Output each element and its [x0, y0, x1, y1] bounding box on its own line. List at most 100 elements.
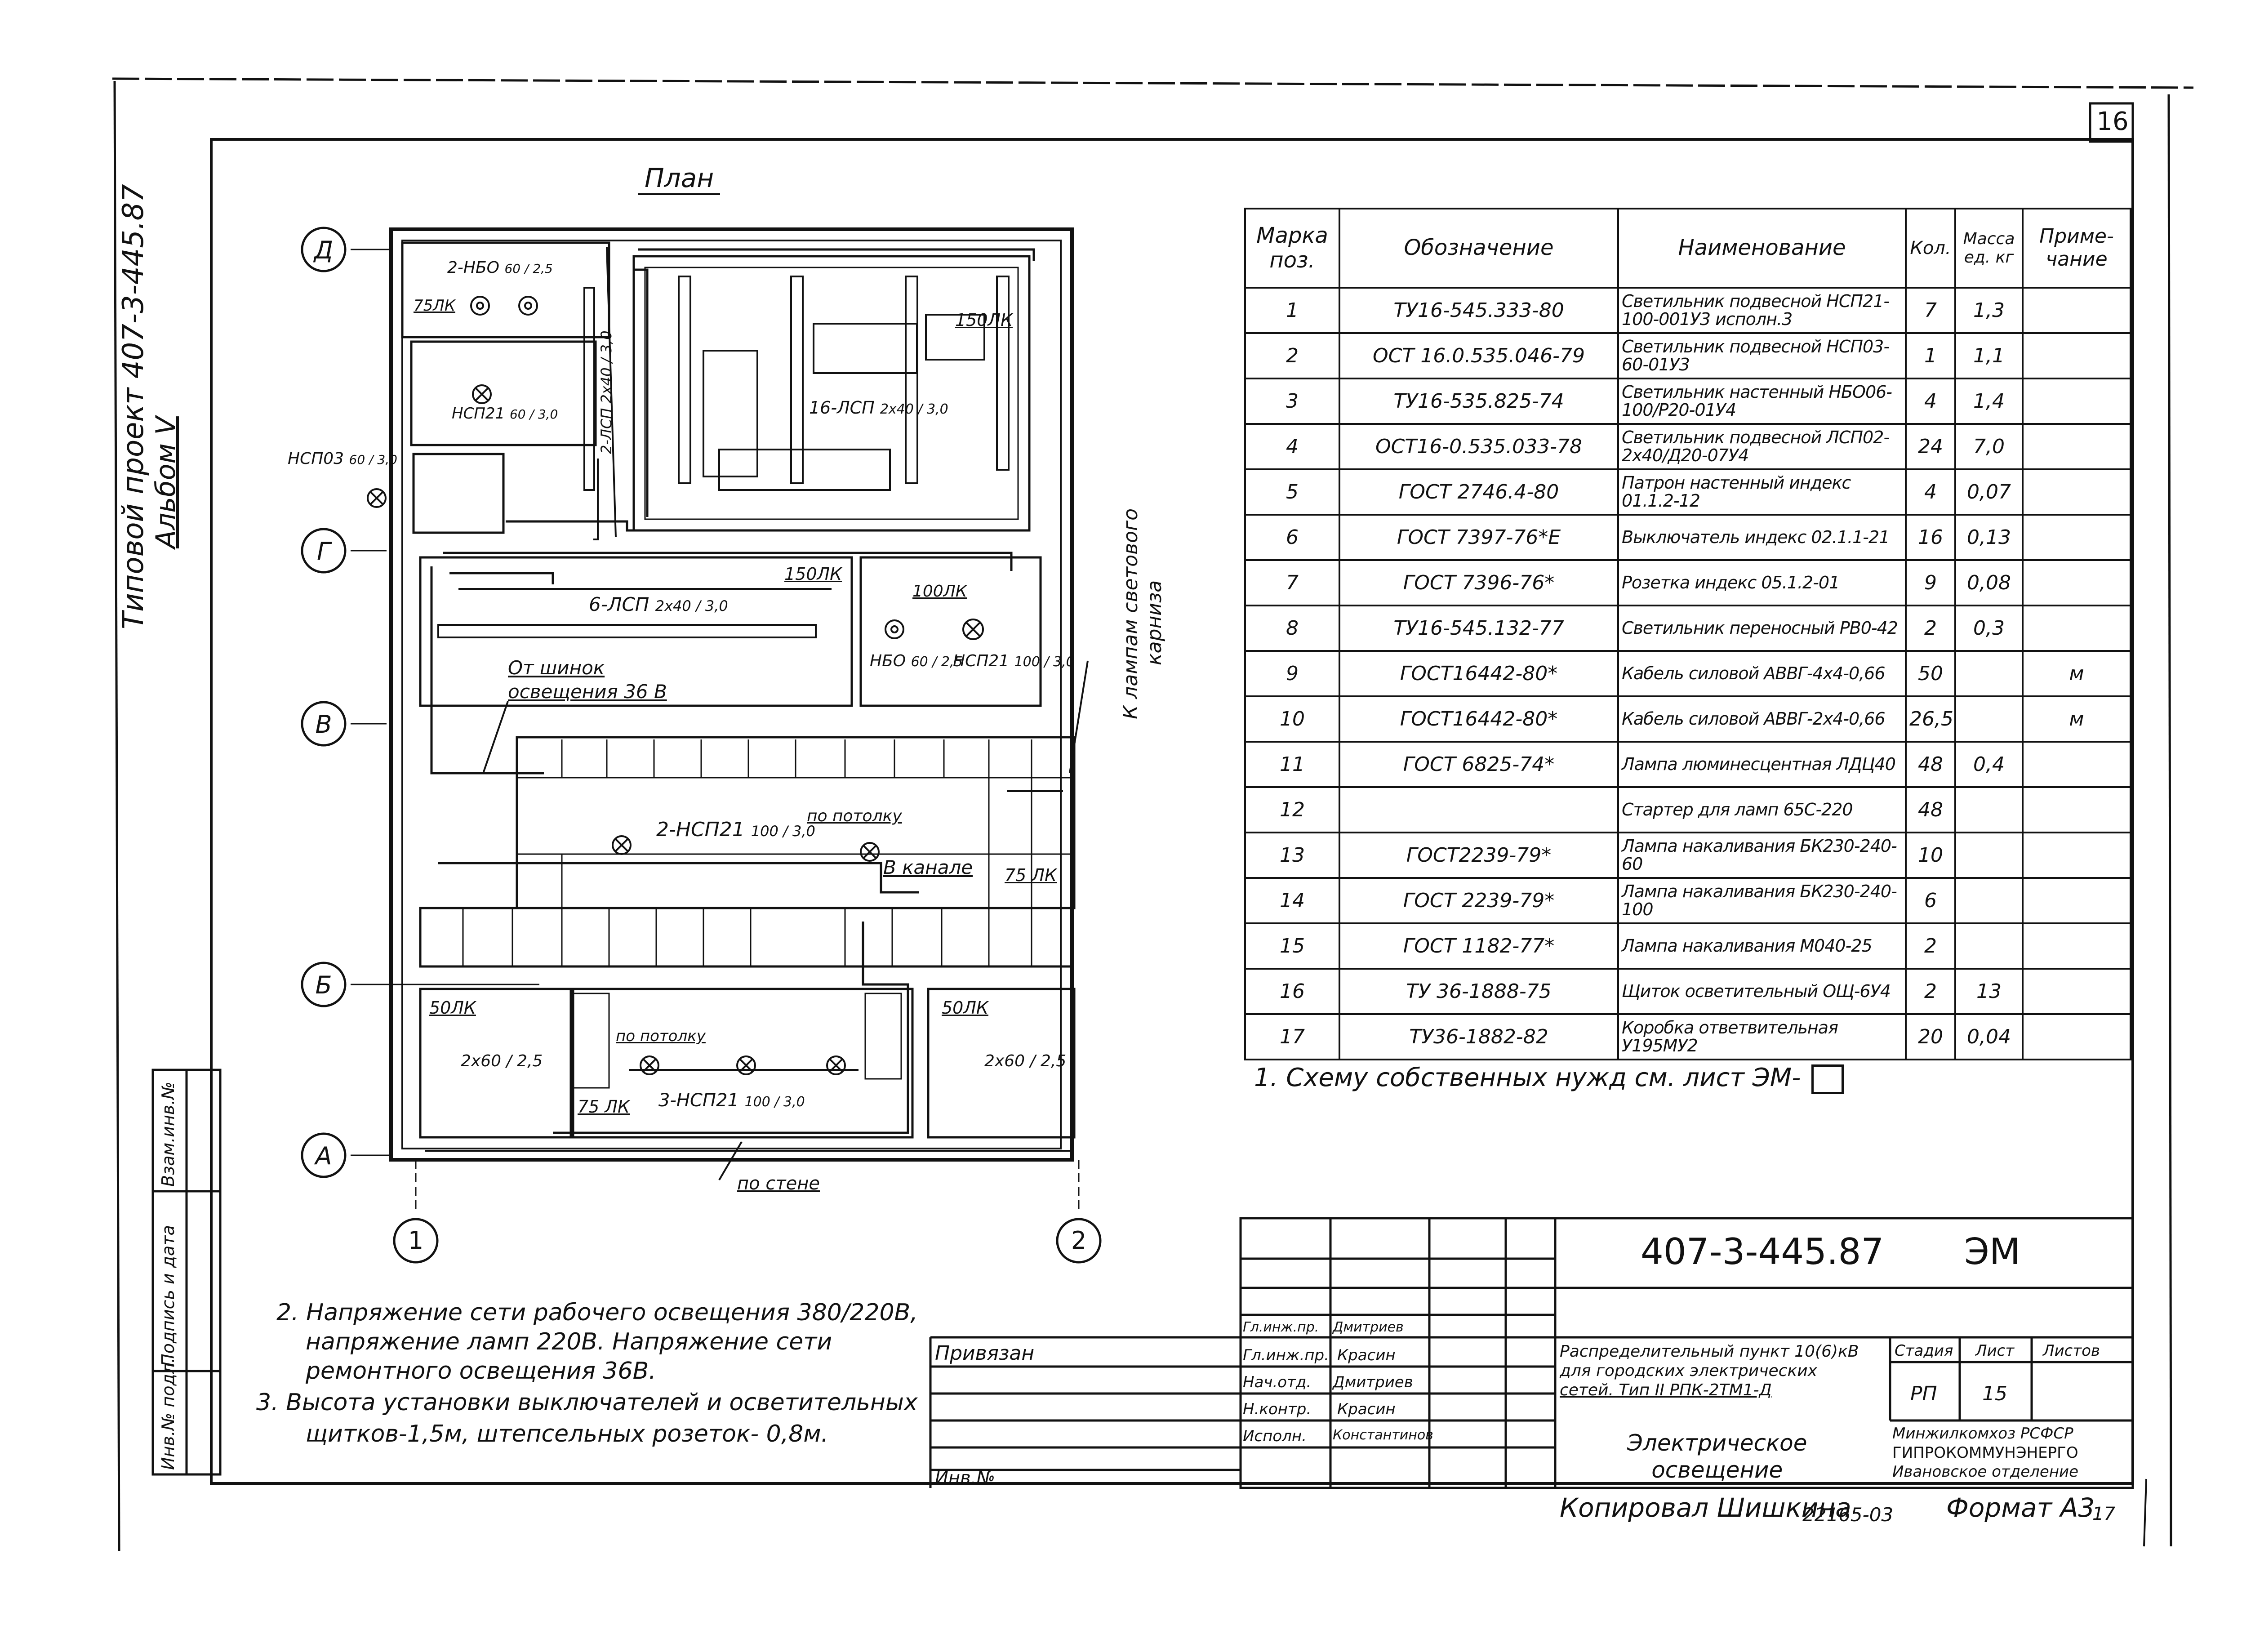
label-in-channel: В канале: [883, 856, 973, 878]
cell-mark: 11: [1244, 741, 1340, 788]
cell-mark: 6: [1244, 514, 1340, 561]
role-1: Гл.инж.пр.: [1243, 1319, 1319, 1335]
cell-qty: 20: [1905, 1013, 1956, 1060]
col-header-qty: Кол.: [1905, 208, 1956, 289]
cell-qty: 10: [1905, 832, 1956, 879]
cell-mass: 0,4: [1954, 741, 2024, 788]
cell-name: Кабель силовой АВВГ-2х4-0,66: [1617, 695, 1907, 743]
axis-label-v: В: [315, 710, 332, 739]
label-lux-150-a: 150ЛК: [955, 310, 1013, 330]
cell-name: Стартер для ламп 65С-220: [1617, 786, 1907, 833]
sheet-value: 15: [1982, 1382, 2007, 1405]
cell-name: Лампа люминесцентная ЛДЦ40: [1617, 741, 1907, 788]
axis-label-d: Д: [314, 236, 334, 264]
cell-name: Розетка индекс 05.1.2-01: [1617, 559, 1907, 606]
cell-note: [2022, 423, 2131, 470]
cell-mass: [1954, 832, 2024, 879]
col-header-name: Наименование: [1617, 208, 1907, 289]
left-margin-stamp: [151, 1069, 222, 1476]
axis-label-g: Г: [316, 537, 331, 566]
note-2c: ремонтного освещения 36В.: [306, 1358, 656, 1385]
floor-plan: [351, 227, 1089, 1209]
label-nsp-a-text: НСП21: [452, 405, 505, 423]
cell-name: Выключатель индекс 02.1.1-21: [1617, 514, 1907, 561]
name-2: Красин: [1337, 1346, 1396, 1364]
axis-bubbles: [301, 227, 1102, 1264]
note-3a: 3. Высота установки выключателей и освет…: [256, 1389, 918, 1416]
role-5: Исполн.: [1243, 1427, 1307, 1445]
label-nsp-left: НСП03 60 / 3,0: [288, 450, 397, 468]
col-header-note: Приме- чание: [2022, 208, 2131, 289]
cell-mass: 13: [1954, 968, 2024, 1015]
cell-designation: ГОСТ 2239-79*: [1339, 877, 1619, 924]
cell-note: [2022, 877, 2131, 924]
cell-name: Светильник настенный НБО06-100/Р20-01У4: [1617, 378, 1907, 425]
cell-mass: [1954, 922, 2024, 970]
cell-mass: 0,08: [1954, 559, 2024, 606]
note-1-box: [1811, 1064, 1844, 1094]
axis-label-a: А: [315, 1142, 332, 1170]
cell-note: [2022, 786, 2131, 833]
cell-designation: ГОСТ 1182-77*: [1339, 922, 1619, 970]
cell-mass: [1954, 650, 2024, 697]
label-lsp-16-text: 16-ЛСП: [809, 398, 875, 418]
label-nsp-a-frac: 60 / 3,0: [509, 407, 558, 422]
cell-note: [2022, 468, 2131, 516]
cell-qty: 48: [1905, 741, 1956, 788]
sheet-label: Лист: [1975, 1342, 2015, 1360]
role-2: Гл.инж.пр.: [1243, 1346, 1329, 1364]
cell-designation: ТУ36-1882-82: [1339, 1013, 1619, 1060]
cell-mark: 2: [1244, 332, 1340, 379]
cell-designation: ТУ16-545.132-77: [1339, 605, 1619, 652]
label-lux-75-a: 75ЛК: [414, 297, 455, 315]
footer-order: 22165-03: [1802, 1504, 1894, 1526]
label-nsp-2: 2-НСП21 100 / 3,0: [656, 818, 815, 841]
label-nsp-3-frac: 100 / 3,0: [744, 1094, 805, 1110]
cell-qty: 1: [1905, 332, 1956, 379]
note-1-text: 1. Схему собственных нужд см. лист ЭМ-: [1254, 1063, 1801, 1092]
col-header-mass: Масса ед. кг: [1954, 208, 2024, 289]
label-nbo-mid-frac: 60 / 2,5: [911, 654, 963, 670]
footer-copied: Копировал Шишкина: [1560, 1492, 1851, 1523]
project-name: Распределительный пункт 10(6)кВ для горо…: [1560, 1342, 1859, 1400]
label-lsp-6-frac: 2х40 / 3,0: [655, 597, 728, 614]
cell-note: [2022, 922, 2131, 970]
cell-qty: 48: [1905, 786, 1956, 833]
cell-qty: 7: [1905, 287, 1956, 334]
cell-note: [2022, 741, 2131, 788]
cell-mark: 14: [1244, 877, 1340, 924]
cell-qty: 2: [1905, 605, 1956, 652]
project-name-2: для городских электрических: [1560, 1362, 1817, 1380]
label-nsp-2-frac: 100 / 3,0: [751, 823, 815, 840]
org-line-2: ГИПРОКОММУНЭНЕРГО: [1892, 1443, 2078, 1462]
cell-qty: 4: [1905, 378, 1956, 425]
col-header-designation: Обозначение: [1339, 208, 1619, 289]
cell-mark: 15: [1244, 922, 1340, 970]
cell-designation: ОСТ 16.0.535.046-79: [1339, 332, 1619, 379]
name-4: Красин: [1337, 1400, 1396, 1418]
cell-mark: 3: [1244, 378, 1340, 425]
cell-note: [2022, 559, 2131, 606]
label-nsp-a: НСП21 60 / 3,0: [452, 405, 558, 423]
cell-note: [2022, 514, 2131, 561]
cell-note: [2022, 832, 2131, 879]
cell-qty: 9: [1905, 559, 1956, 606]
cell-mark: 1: [1244, 287, 1340, 334]
cell-mark: 16: [1244, 968, 1340, 1015]
cell-qty: 4: [1905, 468, 1956, 516]
label-lsp-6: 6-ЛСП 2х40 / 3,0: [589, 593, 728, 615]
cell-designation: ГОСТ16442-80*: [1339, 650, 1619, 697]
note-2a: 2. Напряжение сети рабочего освещения 38…: [276, 1299, 918, 1326]
cell-designation: ГОСТ16442-80*: [1339, 695, 1619, 743]
plan-title: План: [638, 163, 721, 195]
label-lsp-16-frac: 2х40 / 3,0: [880, 401, 948, 417]
table-header-row: Марка поз. Обозначение Наименование Кол.…: [1244, 208, 2131, 289]
sheet-title-1: Электрическое: [1627, 1430, 1807, 1456]
label-nsp-left-frac: 60 / 3,0: [349, 452, 397, 467]
cell-designation: ТУ 36-1888-75: [1339, 968, 1619, 1015]
